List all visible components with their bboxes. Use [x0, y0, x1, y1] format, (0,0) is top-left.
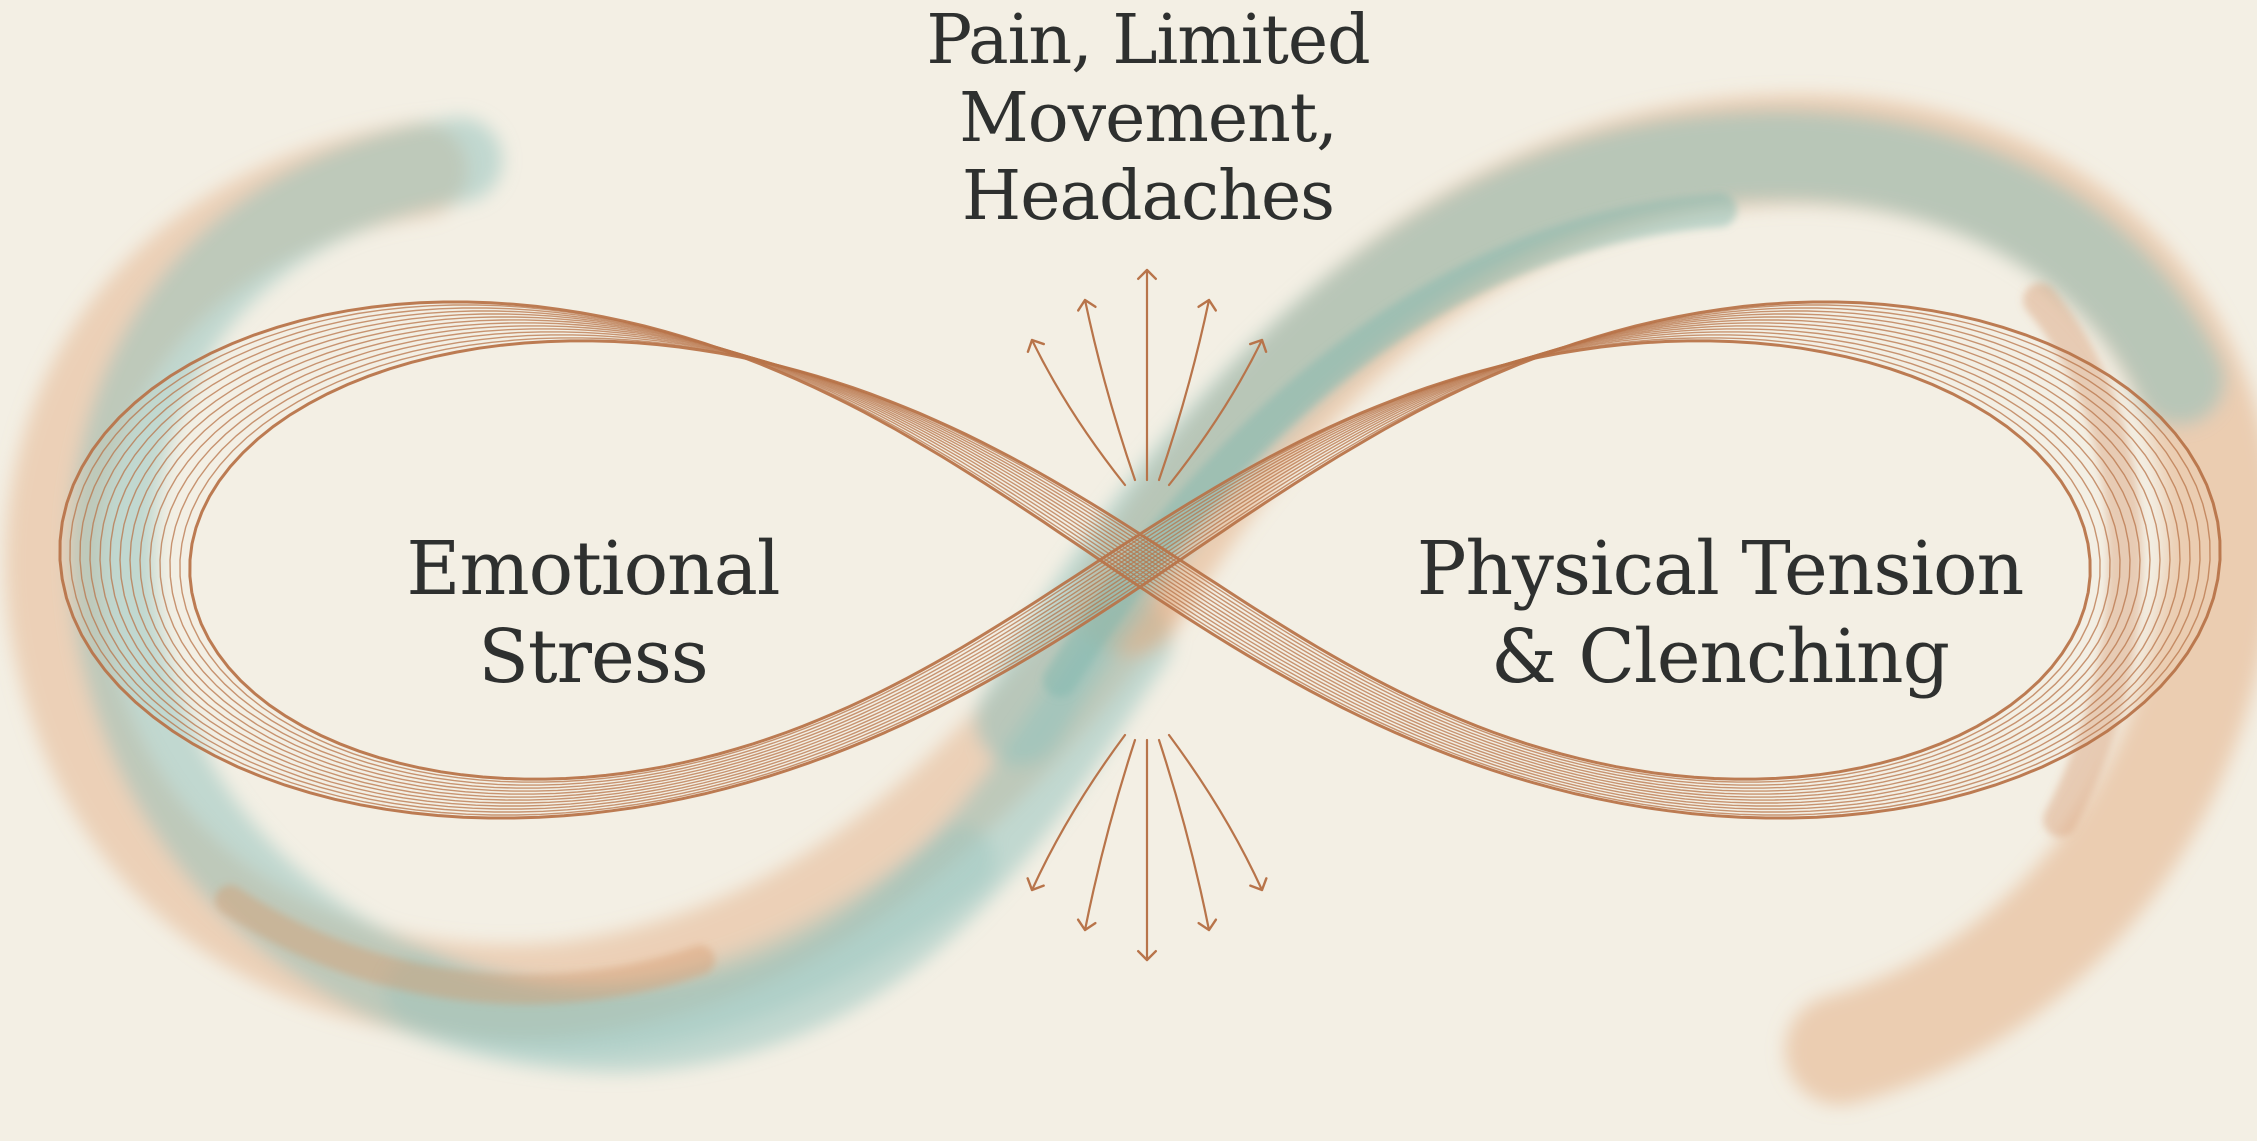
physical-tension-line-2: & Clenching	[1491, 614, 1950, 700]
symptoms-label-line-1: Pain, Limited	[926, 1, 1370, 80]
infinity-strand	[129, 322, 2151, 798]
radiating-arrow	[1157, 738, 1218, 932]
infinity-strand	[159, 331, 2121, 789]
radiating-arrow	[1157, 298, 1218, 482]
radiating-arrow	[1167, 338, 1268, 487]
infinity-strand	[109, 316, 2171, 804]
infinity-strand	[139, 325, 2141, 795]
symptoms-label-line-3: Headaches	[961, 157, 1335, 236]
infinity-strand	[89, 310, 2191, 810]
infinity-strand	[179, 337, 2101, 783]
infinity-strand	[79, 307, 2201, 813]
radiating-arrow	[1026, 733, 1127, 892]
infinity-strand	[149, 328, 2131, 792]
infinity-strand	[188, 339, 2092, 781]
radiating-arrow	[1076, 738, 1137, 932]
symptoms-label-line-2: Movement,	[959, 79, 1338, 158]
infinity-strand	[119, 319, 2161, 801]
radiating-arrows	[1026, 268, 1268, 962]
radiating-arrow	[1076, 298, 1137, 482]
radiating-arrow	[1026, 338, 1127, 487]
infinity-strand	[169, 334, 2111, 786]
infinity-strand	[99, 313, 2181, 807]
symptoms-label: Pain, Limited Movement, Headaches	[828, 2, 1468, 236]
emotional-stress-line-1: Emotional	[406, 526, 780, 612]
infinity-line-bundle	[58, 300, 2222, 820]
infinity-strand	[58, 300, 2222, 820]
physical-tension-label: Physical Tension & Clenching	[1380, 525, 2060, 701]
physical-tension-line-1: Physical Tension	[1416, 526, 2025, 612]
emotional-stress-line-2: Stress	[478, 614, 709, 700]
radiating-arrow	[1167, 733, 1268, 892]
emotional-stress-label: Emotional Stress	[333, 525, 853, 701]
